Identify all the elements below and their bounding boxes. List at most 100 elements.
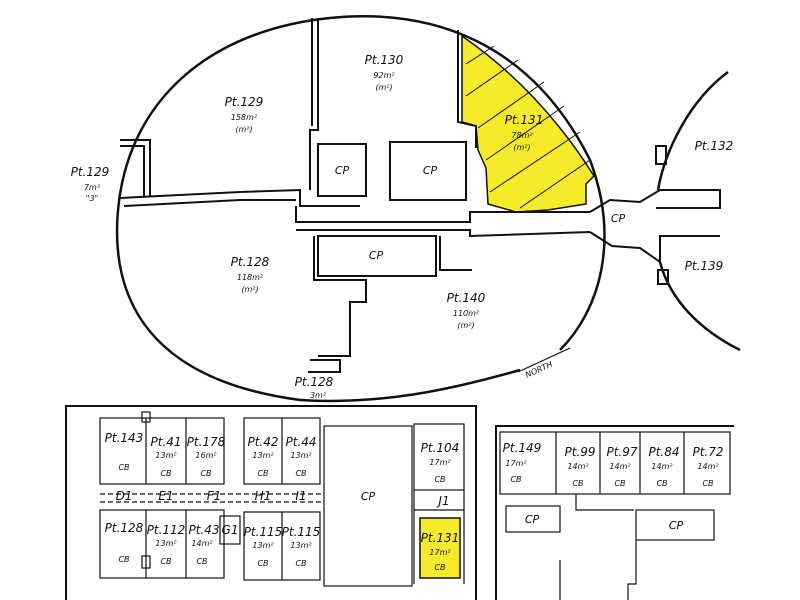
cell-area: 13m² [155,451,177,460]
cell-area: 14m² [697,462,719,471]
cell-name: Pt.43 [188,523,219,537]
lot-pt130[interactable]: Pt.130 92m² (m²) [365,53,404,92]
cp-label-center: CP [361,490,376,503]
cell-pt99[interactable]: Pt.99 14m² CB [564,445,595,488]
cell-pt143[interactable]: Pt.143 CB [105,431,144,472]
cell-pt128[interactable]: Pt.128 CB [105,521,144,564]
cell-pt178[interactable]: Pt.178 16m² CB [187,435,226,478]
oval-bottom [299,368,521,403]
cell-pt42[interactable]: Pt.42 13m² CB [247,435,278,478]
lower-grid [99,411,731,600]
cp-label-c: CP [369,249,384,262]
cell-name: Pt.44 [285,435,316,449]
lot-name: Pt.130 [365,53,404,67]
cell-name: Pt.72 [692,445,723,459]
lot-area: 118m² [237,273,264,282]
cell-tag: CB [434,475,445,484]
cell-tag: CB [510,475,521,484]
cell-area: 14m² [651,462,673,471]
cell-pt43[interactable]: Pt.43 14m² CB [188,523,219,566]
cell-tag: CB [196,557,207,566]
cell-name: Pt.42 [247,435,278,449]
cell-name: Pt.149 [503,441,542,455]
cell-pt72[interactable]: Pt.72 14m² CB [692,445,723,488]
right-oval-outline [656,70,729,191]
lot-pt132[interactable]: Pt.132 [695,139,734,153]
lot-pt129-main[interactable]: Pt.129 158m² (m²) [225,95,264,134]
cell-pt41[interactable]: Pt.41 13m² CB [150,435,181,478]
lot-pt131-highlight[interactable] [461,34,595,213]
cell-pt115-b[interactable]: Pt.115 13m² CB [282,525,321,568]
lot-area: 7m² [84,183,101,192]
lot-area: 92m² [373,71,395,80]
lot-pt128-main[interactable]: Pt.128 118m² (m²) [231,255,270,294]
lot-pt129-small[interactable]: Pt.129 7m² "3" [71,165,110,203]
cp-label-a: CP [335,164,350,177]
room-cp-b-outline [389,141,467,201]
cell-tag: CB [295,559,306,568]
lot-pt139[interactable]: Pt.139 [685,259,724,273]
lot-unit: (m²) [375,83,392,92]
cell-pt131-highlight[interactable] [419,517,461,579]
cell-name: Pt.143 [105,431,144,445]
cell-pt115-a[interactable]: Pt.115 13m² CB [244,525,283,568]
row-label-j1: J1 [436,494,449,508]
cell-tag: CB [656,479,667,488]
lower-plan: Pt.143 CB Pt.41 13m² CB Pt.178 16m² CB P… [65,405,734,600]
cell-tag: CB [257,469,268,478]
lot-pt131[interactable]: Pt.131 78m² (m²) [505,113,544,152]
lot-pt140[interactable]: Pt.140 110m² (m²) [447,291,486,330]
cell-area: 17m² [505,459,527,468]
cell-tag: CB [702,479,713,488]
cell-pt112[interactable]: Pt.112 13m² CB [147,523,186,566]
lot-name: Pt.140 [447,291,486,305]
lot-area: 3m² [310,391,327,400]
upper-walls [119,18,721,373]
lot-unit: "3" [86,194,98,203]
cell-name: Pt.84 [648,445,679,459]
lot-name: Pt.131 [505,113,544,127]
cell-tag: CB [118,463,129,472]
cell-area: 14m² [567,462,589,471]
cell-tag: CB [614,479,625,488]
cell-name: Pt.41 [150,435,181,449]
row-label-f1: F1 [207,489,222,503]
lot-pt128-small[interactable]: Pt.128 3m² [295,375,334,400]
upper-plan: NORTH Pt.129 158m² (m²) Pt.130 92m² (m²)… [71,15,741,403]
cell-pt84[interactable]: Pt.84 14m² CB [648,445,679,488]
lot-unit: (m²) [513,143,530,152]
cell-pt149[interactable]: Pt.149 17m² CB [503,441,542,484]
cell-pt44[interactable]: Pt.44 13m² CB [285,435,316,478]
cell-area: 13m² [290,451,312,460]
cell-area: 13m² [252,541,274,550]
cell-name: Pt.115 [244,525,283,539]
lot-name: Pt.128 [295,375,334,389]
row-label-g1: G1 [222,523,239,537]
cp-label-right-b: CP [669,519,684,532]
row-label-d1: D1 [116,489,133,503]
lot-name: Pt.139 [685,259,724,273]
cell-pt97[interactable]: Pt.97 14m² CB [606,445,637,488]
lower-frame [65,405,477,600]
cell-pt131[interactable]: Pt.131 17m² CB [421,531,460,572]
room-cp-c-outline [317,235,437,277]
lot-unit: (m²) [241,285,258,294]
lot-area: 110m² [453,309,480,318]
cell-area: 14m² [191,539,213,548]
cell-pt104[interactable]: Pt.104 17m² CB [421,441,460,484]
cell-tag: CB [118,555,129,564]
cell-tag: CB [295,469,306,478]
cell-tag: CB [257,559,268,568]
lot-name: Pt.129 [71,165,110,179]
cell-area: 17m² [429,548,451,557]
cell-name: Pt.131 [421,531,460,545]
cell-name: Pt.99 [564,445,595,459]
cell-tag: CB [160,557,171,566]
cp-label-junction: CP [611,212,626,225]
row-label-h1: H1 [255,489,272,503]
lot-unit: (m²) [235,125,252,134]
cell-tag: CB [572,479,583,488]
cell-area: 17m² [429,458,451,467]
lot-name: Pt.129 [225,95,264,109]
